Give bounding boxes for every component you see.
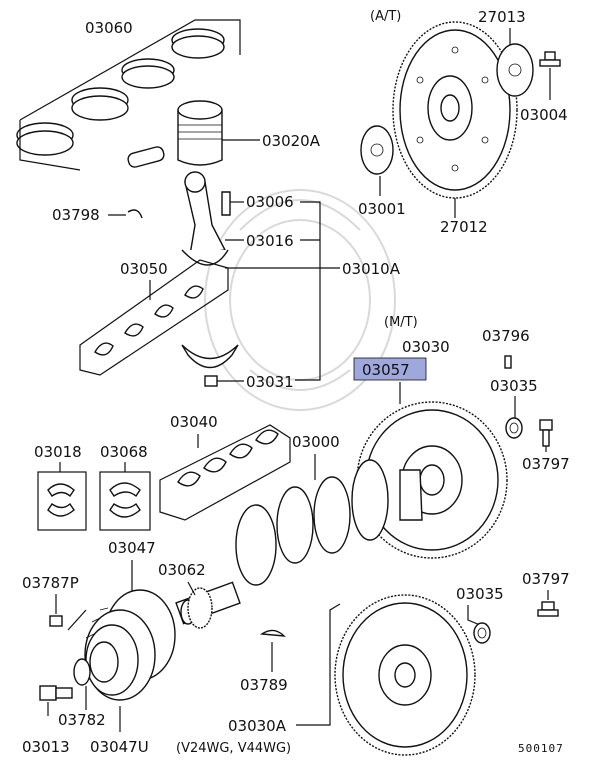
label-03035-bottom: 03035	[456, 585, 504, 603]
label-03030A: 03030A	[228, 717, 287, 735]
label-03796: 03796	[482, 327, 530, 345]
small-bolt[interactable]	[49, 615, 63, 627]
drawing-number: 500107	[518, 742, 564, 755]
label-03000: 03000	[292, 433, 340, 451]
label-27013: 27013	[478, 8, 526, 26]
pulley-bolt[interactable]	[39, 685, 73, 701]
thrust-bearing-03068[interactable]	[99, 471, 151, 531]
label-03068: 03068	[100, 443, 148, 461]
crank-sprocket[interactable]	[187, 587, 213, 629]
label-03798: 03798	[52, 206, 100, 224]
label-03047: 03047	[108, 539, 156, 557]
flywheel-bolt-top[interactable]	[539, 419, 553, 447]
dowel-pin[interactable]	[504, 355, 512, 369]
rod-bolt[interactable]	[221, 191, 231, 216]
piston-rings[interactable]	[16, 19, 241, 171]
main-bearings[interactable]	[159, 424, 291, 521]
heading-mt: (M/T)	[384, 315, 418, 330]
label-03010A: 03010A	[342, 260, 401, 278]
label-03062: 03062	[158, 561, 206, 579]
heading-at: (A/T)	[370, 9, 401, 24]
label-03040: 03040	[170, 413, 218, 431]
rod-nut[interactable]	[204, 375, 218, 387]
highlight-03057	[353, 357, 427, 381]
flywheel-bolt-bottom[interactable]	[537, 601, 559, 617]
damper-pulley[interactable]	[84, 589, 176, 701]
flywheel-variant[interactable]	[334, 594, 476, 756]
label-03060: 03060	[85, 19, 133, 37]
label-03047U: 03047U	[90, 738, 149, 756]
pilot-bushing-bottom[interactable]	[473, 622, 491, 644]
thrust-bearing-03018[interactable]	[37, 471, 87, 531]
label-03057[interactable]: 03057	[362, 361, 410, 379]
flywheel[interactable]	[356, 401, 508, 559]
adapter-plate[interactable]	[496, 43, 534, 97]
label-03016: 03016	[246, 232, 294, 250]
label-03797-top: 03797	[522, 455, 570, 473]
connecting-rod[interactable]	[181, 171, 229, 266]
label-03797-bottom: 03797	[522, 570, 570, 588]
label-03031: 03031	[246, 373, 294, 391]
label-03013: 03013	[22, 738, 70, 756]
label-27012: 27012	[440, 218, 488, 236]
label-03004: 03004	[520, 106, 568, 124]
pilot-bushing-top[interactable]	[505, 417, 523, 439]
conrod-bearings[interactable]	[79, 259, 229, 376]
label-03050: 03050	[120, 260, 168, 278]
drive-plate-bolt[interactable]	[539, 51, 561, 67]
drive-plate[interactable]	[392, 21, 518, 199]
woodruff-key[interactable]	[259, 629, 286, 637]
label-03030: 03030	[402, 338, 450, 356]
label-03789: 03789	[240, 676, 288, 694]
pilot-adapter[interactable]	[360, 125, 394, 175]
label-03020A: 03020A	[262, 132, 321, 150]
piston[interactable]	[127, 100, 223, 168]
pulley-washer[interactable]	[73, 658, 91, 686]
label-03001: 03001	[358, 200, 406, 218]
label-03035-top: 03035	[490, 377, 538, 395]
variant-note: (V24WG, V44WG)	[176, 741, 291, 756]
label-03006: 03006	[246, 193, 294, 211]
rod-cap[interactable]	[181, 344, 239, 369]
rod-clip[interactable]	[127, 209, 143, 219]
label-03782: 03782	[58, 711, 106, 729]
label-03787P: 03787P	[22, 574, 79, 592]
label-03018: 03018	[34, 443, 82, 461]
